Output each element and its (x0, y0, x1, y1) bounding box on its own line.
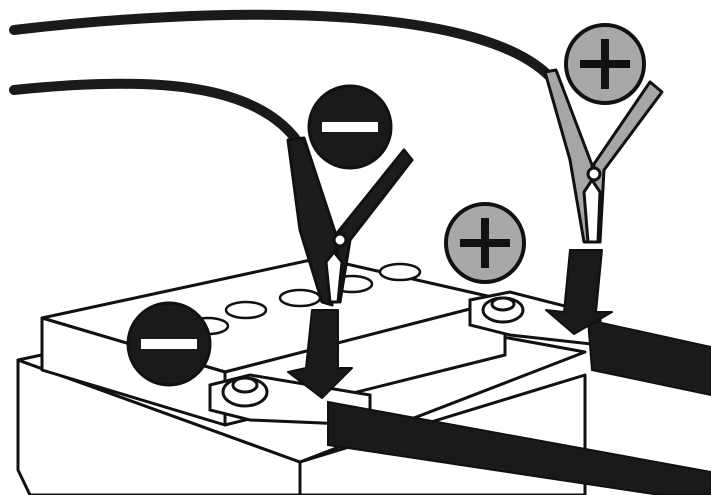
minus-icon (322, 122, 378, 132)
battery-cables (327, 318, 711, 495)
plus-icon-vertical (601, 39, 609, 89)
cell-cap (378, 262, 422, 282)
positive-battery-cable (586, 318, 711, 397)
negative-jumper-lead (9, 78, 303, 147)
negative-badge-battery (126, 301, 212, 387)
cell-cap (278, 288, 322, 308)
negative-terminal-nut (231, 376, 259, 394)
negative-clamp (286, 136, 414, 307)
jumper-leads (9, 9, 553, 147)
down-arrow-icon (287, 309, 353, 399)
positive-clamp-teeth (582, 178, 602, 244)
negative-clamp-pivot (332, 232, 348, 248)
minus-icon (141, 339, 197, 349)
positive-clamp-jaw-right (592, 80, 664, 244)
positive-badge-battery (444, 202, 526, 284)
negative-battery-cable (327, 400, 711, 495)
negative-clamp-jaw-left (286, 136, 338, 307)
down-arrow-icon (545, 249, 613, 335)
negative-clamp-jaw-right (332, 148, 414, 304)
cell-cap (224, 300, 268, 320)
arrows (287, 249, 613, 399)
positive-badge-clamp (564, 23, 646, 105)
negative-clamp-teeth (324, 250, 344, 304)
plus-icon-vertical (481, 218, 489, 268)
positive-clamp-pivot (586, 166, 602, 182)
positive-clamp (543, 68, 664, 244)
positive-terminal-nut (490, 296, 516, 312)
positive-jumper-lead (9, 9, 553, 80)
negative-badge-clamp (307, 84, 393, 170)
